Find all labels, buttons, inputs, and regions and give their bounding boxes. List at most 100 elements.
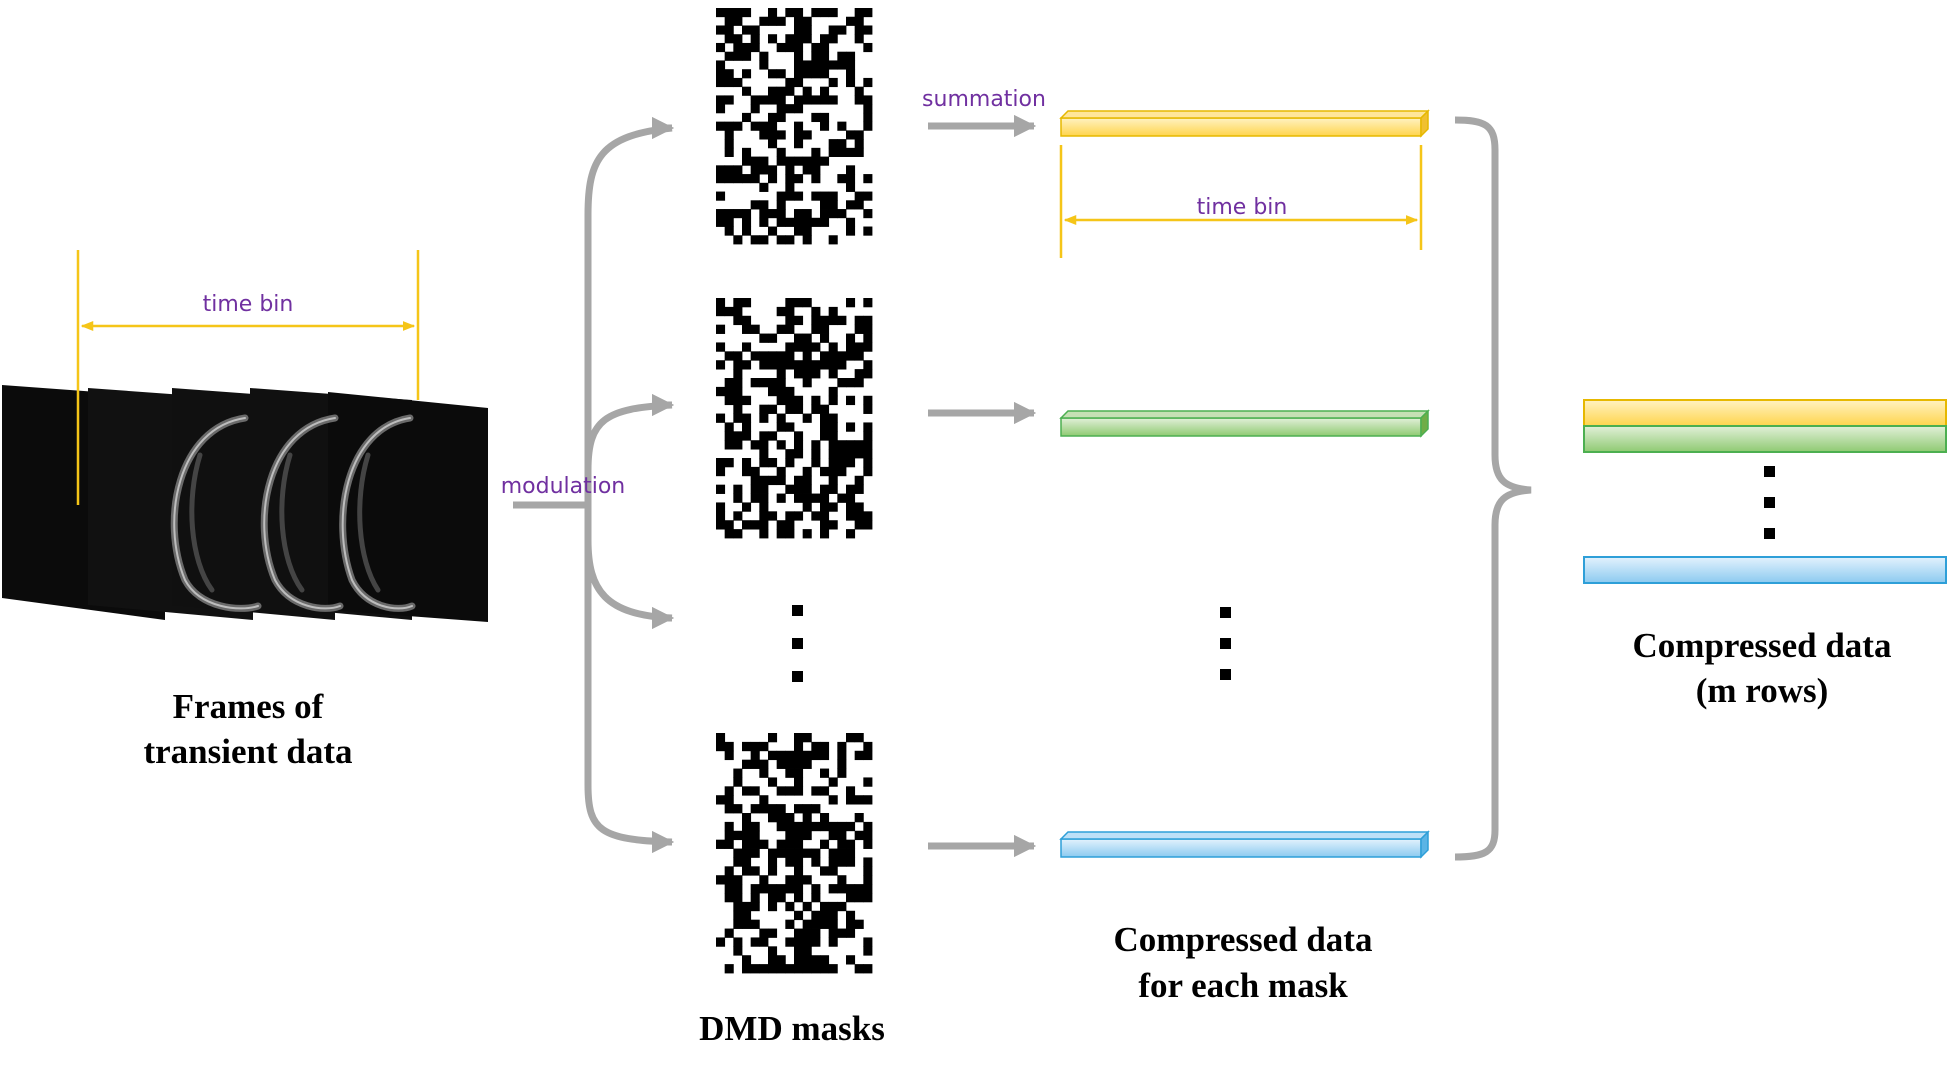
mask-pixel [750,830,760,841]
mask-pixel [716,77,726,88]
mask-pixel [785,511,795,521]
mask-pixel [768,857,778,867]
frame-ring-patterns [170,414,416,612]
mask-pixel [733,884,743,894]
mask-pixel [820,351,830,361]
mask-pixel [794,768,804,778]
mask-pixel [828,209,838,219]
mask-pixel [802,333,812,343]
mask-pixel [768,69,778,79]
mask-pixel [785,342,795,352]
mask-pixel [776,884,786,894]
mask-pixel [768,86,778,96]
mask-pixel [733,306,743,317]
mask-pixel [776,200,786,210]
mask-pixel [716,466,726,477]
mask-pixel [837,759,847,769]
mask-pixel [837,750,847,761]
mask-pixel [811,964,821,974]
mask-pixel [802,919,812,929]
mask-pixel [820,86,830,96]
mask-pixel [759,209,769,219]
mask-pixel [733,298,743,308]
compressed-matrix [1583,399,1947,584]
mask-pixel [785,857,795,867]
mask-pixel [811,440,821,450]
mask-pixel [854,378,864,388]
mask-pixel [820,121,830,131]
mask-pixel [846,910,856,921]
mask-pixel [750,121,760,131]
mask-pixel [828,147,838,157]
mask-pixel [802,156,812,166]
mask-pixel [828,821,838,832]
mask-pixel [785,848,795,858]
mask-pixel [759,378,769,388]
mask-pixel [846,857,856,867]
mask-pixel [785,174,795,184]
mask-pixel [846,395,856,406]
mask-pixel [716,217,726,227]
mask-pixel [811,884,821,894]
mask-pixel [776,360,786,370]
mask-pixel [828,315,838,326]
mask-pixel [724,8,734,18]
mask-pixel [846,351,856,361]
mask-pixel [828,502,838,512]
mask-pixel [768,8,778,18]
mask-pixel [846,458,856,468]
mask-pixel [776,804,786,814]
modulation-branch [513,116,675,854]
mask-pixel [828,139,838,149]
mask-pixel [863,333,873,343]
mask-pixel [724,821,734,832]
mask-pixel [716,69,726,79]
mask-pixel [776,147,786,157]
mask-pixel [785,217,795,227]
mask-pixel [742,315,752,326]
mask-pixel [846,733,856,743]
mask-pixel [846,60,856,70]
mask-pixel [750,893,760,903]
mask-pixel [724,964,734,974]
mask-pixel [776,786,786,796]
mask-pixel [776,440,786,450]
mask-pixel [854,484,864,494]
mask-pixel [742,955,752,965]
mask-pixel [828,830,838,841]
mask-pixel [768,884,778,894]
mask-pixel [846,795,856,805]
mask-pixel [750,821,760,832]
mask-pixel [863,226,873,236]
mask-pixel [854,475,864,486]
mask-pixel [802,502,812,512]
mask-pixel [846,821,856,832]
mask-pixel [785,458,795,468]
mask-pixel [794,121,804,131]
mask-pixel [733,77,743,88]
mask-pixel [750,804,760,814]
mask-pixel [785,34,795,44]
mask-pixel [716,520,726,530]
mask-pixel [811,8,821,18]
mask-pixel [837,901,847,912]
mask-pixel [750,901,760,912]
mask-pixel [837,839,847,849]
mask-pixel [820,839,830,849]
mask-pixel [863,315,873,326]
mask-pixel [846,69,856,79]
mask-pixel [794,34,804,44]
mask-pixel [811,493,821,503]
mask-pixel [733,8,743,18]
mask-pixel [742,866,752,876]
mask-pixel [733,351,743,361]
mask-pixel [828,431,838,441]
mask-pixel [811,786,821,796]
mask-pixel [820,42,830,53]
mask-pixel [820,484,830,494]
mask-pixel [846,333,856,343]
mask-pixel [863,191,873,201]
mask-pixel [846,786,856,796]
mask-pixel [742,174,752,184]
mask-pixel [854,502,864,512]
